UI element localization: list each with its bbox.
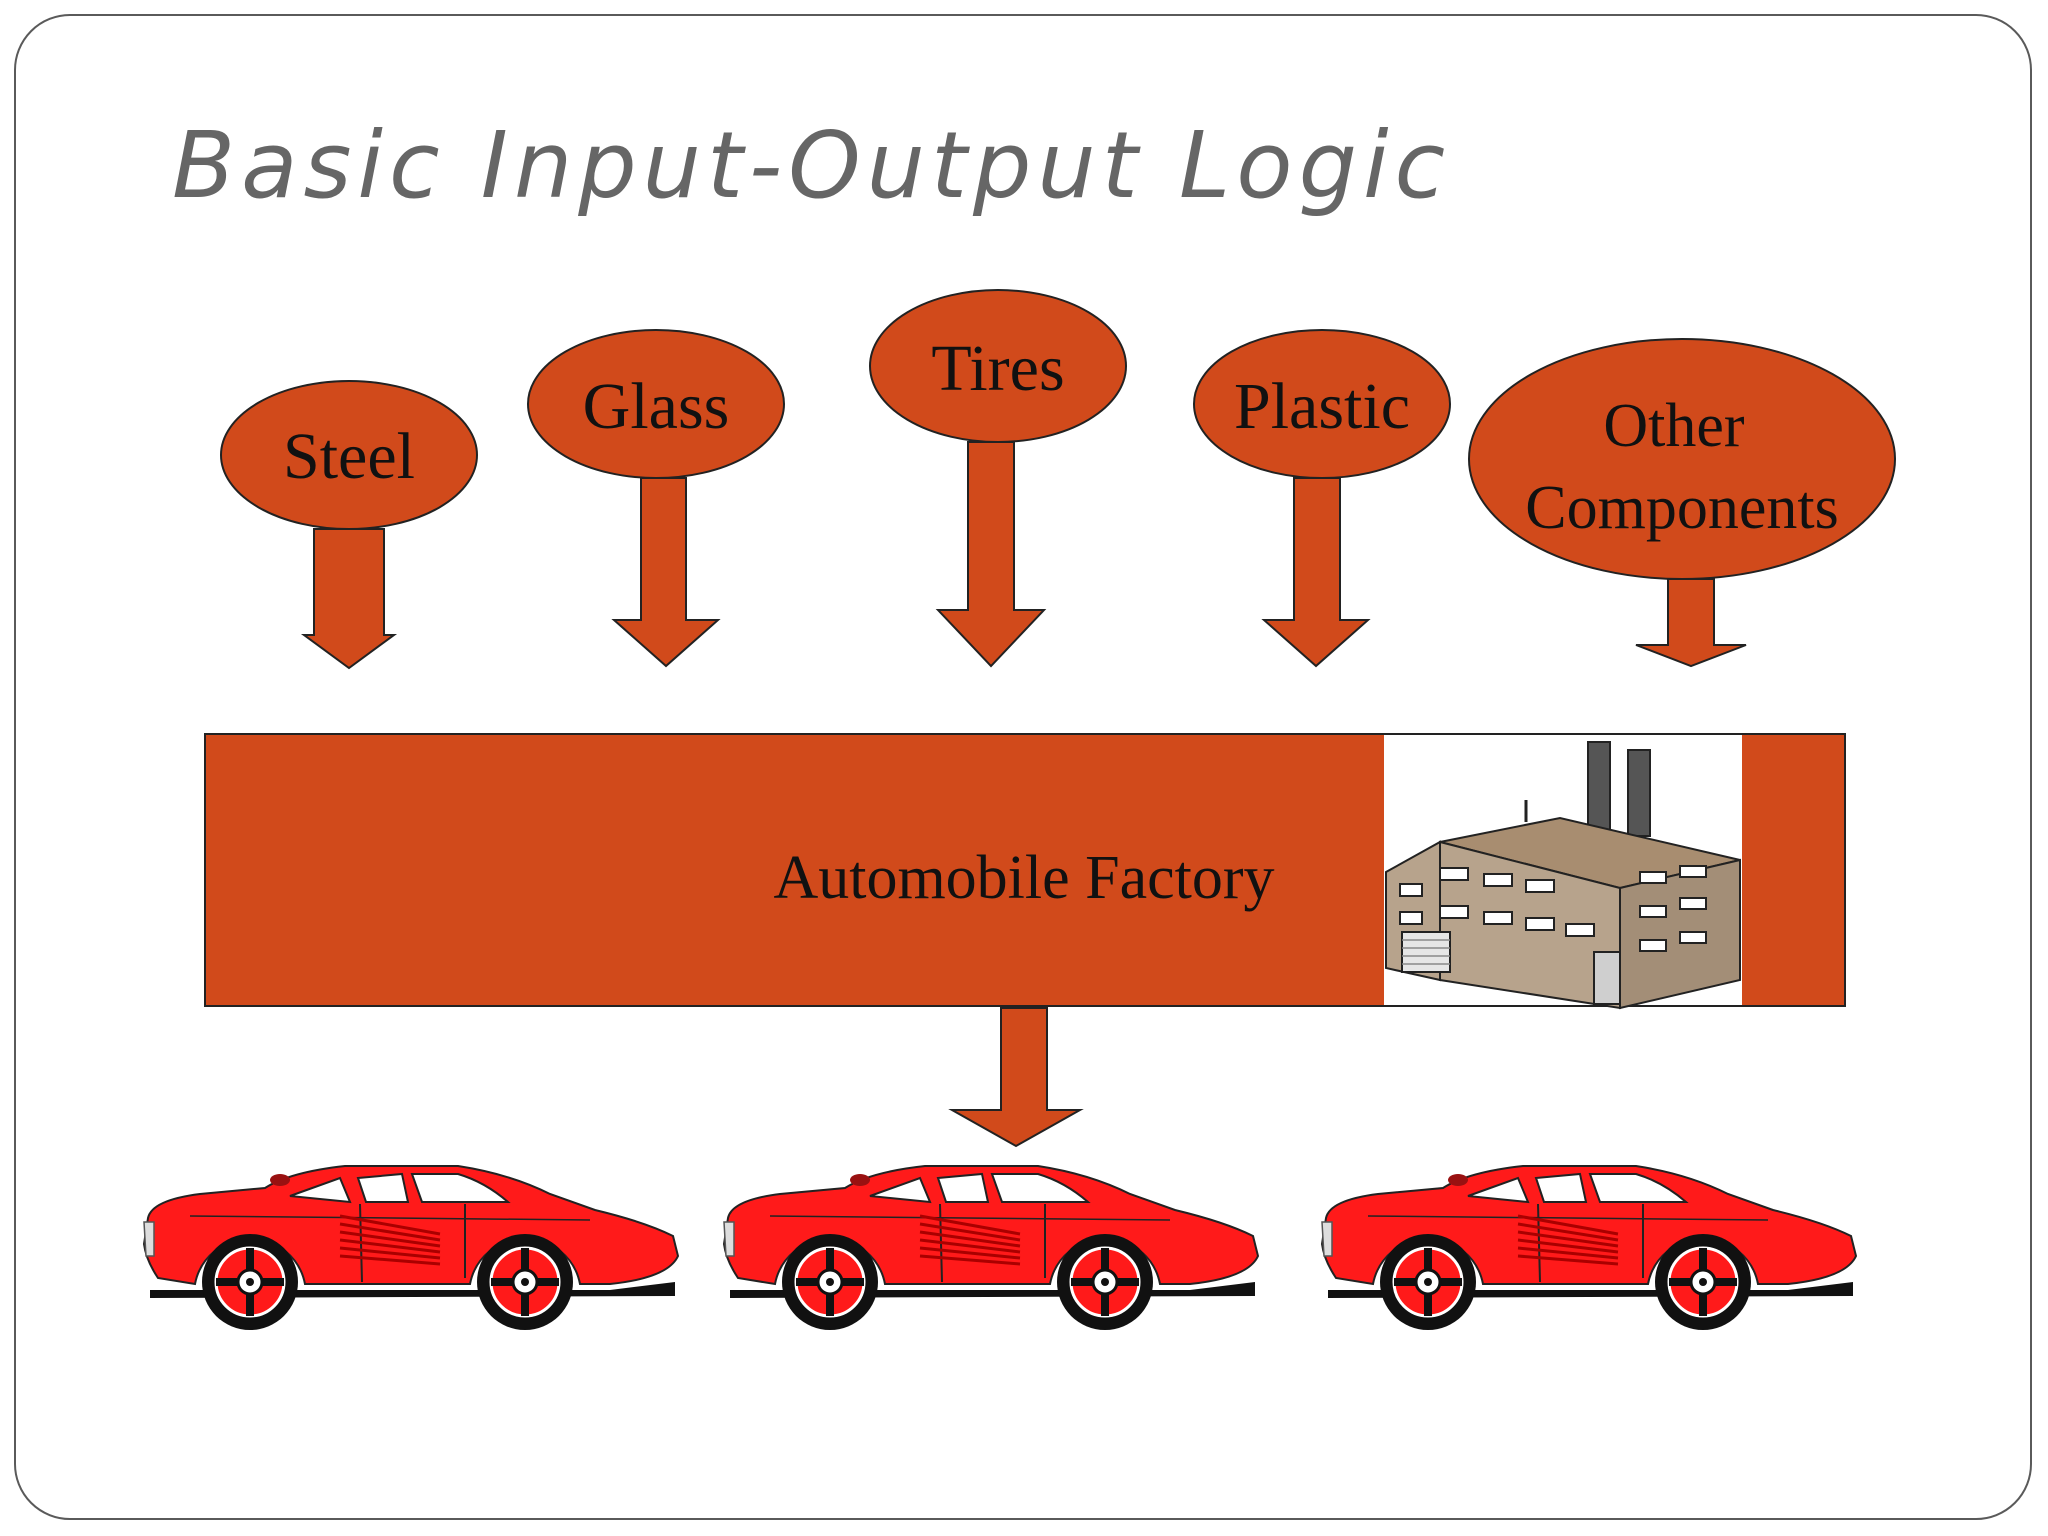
input-other-label-line1: Other — [1603, 392, 1745, 460]
factory-building-icon — [1385, 741, 1741, 1010]
input-other-components: Other Components — [1468, 338, 1896, 668]
input-plastic: Plastic — [1193, 329, 1451, 668]
input-other-label-line2: Components — [1525, 474, 1838, 542]
input-steel-label: Steel — [283, 420, 415, 493]
output-arrow — [948, 1007, 1084, 1148]
red-sports-car-icon — [1322, 1166, 1856, 1330]
red-sports-car-icon — [144, 1166, 678, 1330]
slide-title: Basic Input-Output Logic — [172, 112, 1452, 219]
input-tires-label: Tires — [931, 332, 1064, 405]
red-sports-car-icon — [724, 1166, 1258, 1330]
input-tires: Tires — [869, 289, 1127, 668]
factory-label: Automobile Factory — [773, 844, 1274, 912]
input-steel: Steel — [220, 380, 478, 670]
input-plastic-label: Plastic — [1234, 370, 1410, 443]
input-glass: Glass — [527, 329, 785, 668]
input-glass-label: Glass — [583, 370, 730, 443]
factory-block: Automobile Factory — [204, 733, 1846, 1010]
